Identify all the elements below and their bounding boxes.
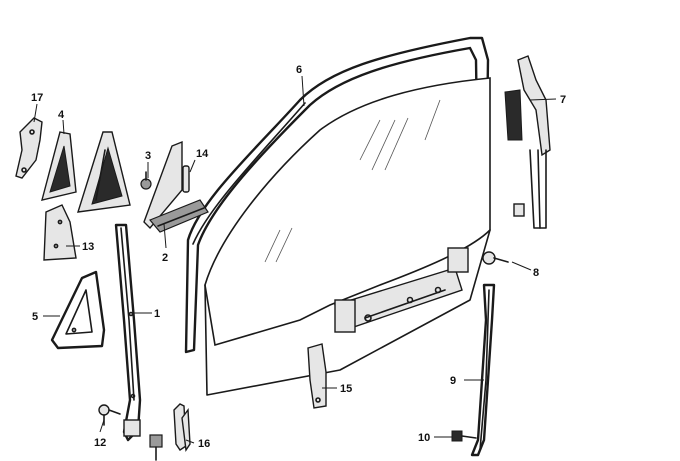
callout-4: 4 [58,109,65,121]
part-4-vent-wedge [41,131,77,201]
part-16-clip [149,403,191,461]
part-1-front-guide-rail [114,223,142,442]
part-7-upper-guide [504,55,551,229]
callout-3: 3 [145,150,151,162]
part-9-rear-guide-rail [470,283,496,457]
callout-1: 1 [154,308,160,320]
part-8-bolt [482,203,525,265]
callout-15: 15 [340,383,352,395]
callout-10: 10 [418,432,430,444]
callout-6: 6 [296,64,302,76]
part-12-bolt [98,404,121,426]
callout-9: 9 [450,375,456,387]
callout-12: 12 [94,437,106,449]
callout-14: 14 [196,148,209,160]
part-13-cover-plate [43,204,77,261]
quarter-window-frame [77,131,131,213]
callout-7: 7 [560,94,566,106]
leader-lines [33,75,557,444]
callout-8: 8 [533,267,539,279]
window-lift-rail [334,247,469,333]
window-glass-pane [204,77,491,396]
callout-5: 5 [32,311,38,323]
part-5-triangle-seal [50,270,106,350]
callout-17: 17 [31,92,43,104]
callout-2: 2 [162,252,168,264]
callout-16: 16 [198,438,210,450]
part-15-bracket-plate [307,343,327,409]
part-17-bracket [15,117,43,179]
callout-13: 13 [82,241,94,253]
part-10-screw [451,430,477,442]
part-3-screw [140,171,152,190]
part-14-pin [182,165,190,193]
callout-labels: 17 4 3 14 2 1 5 13 6 7 8 9 10 12 16 15 [31,64,566,450]
